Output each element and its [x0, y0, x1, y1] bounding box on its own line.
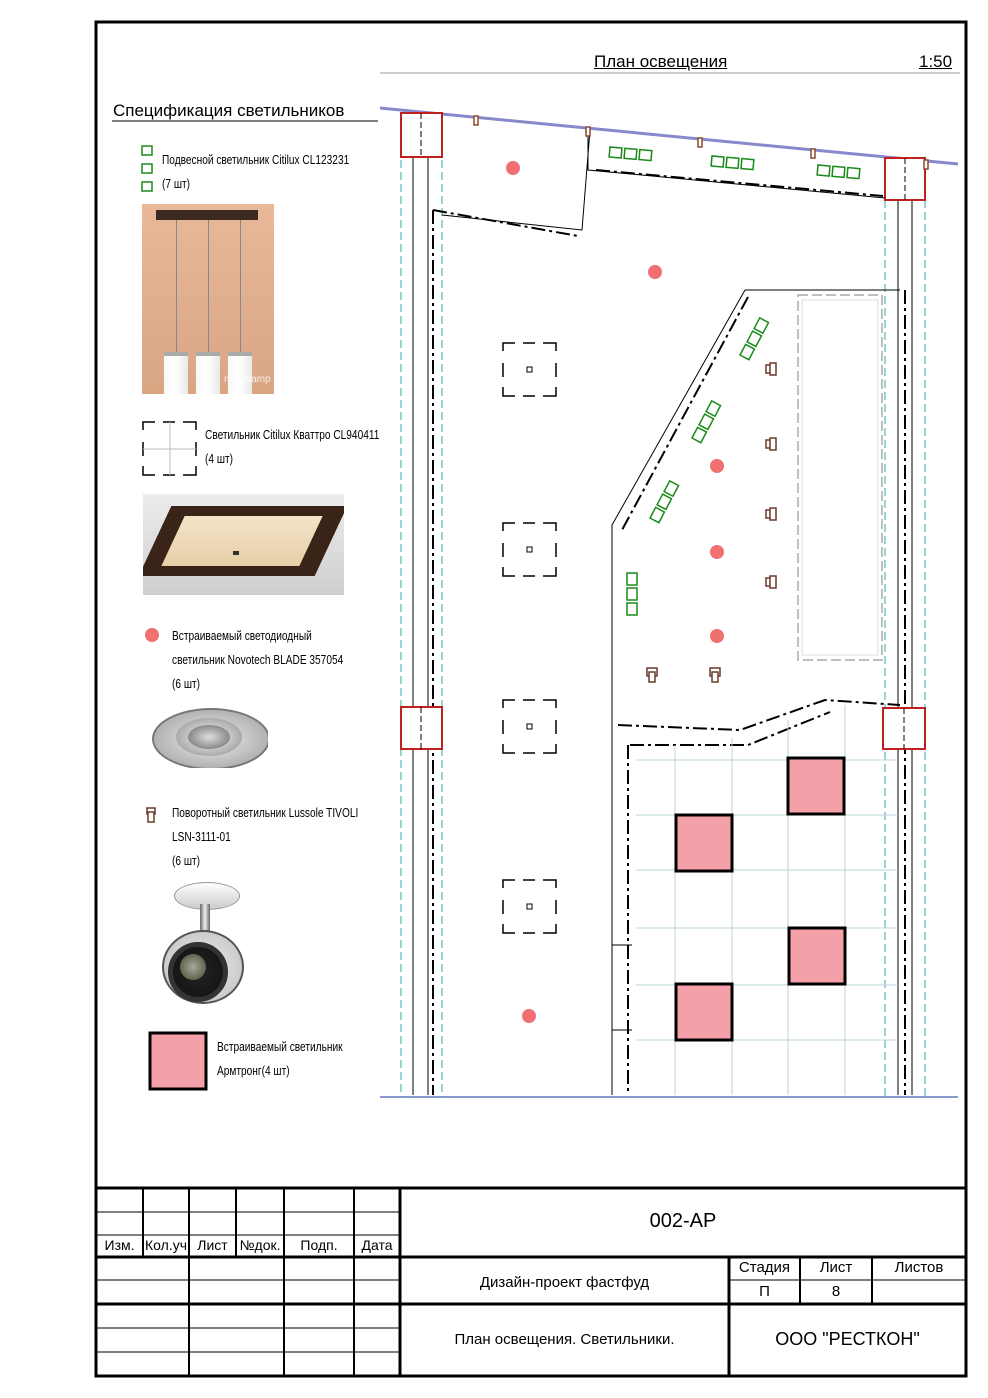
pendant-group	[738, 316, 770, 361]
legend-spot-line2: LSN-3111-01	[172, 829, 231, 844]
quattro-fixture	[502, 879, 557, 934]
led-downlight	[648, 265, 662, 279]
legend-icon-spotlight	[146, 807, 156, 823]
plan-scale: 1:50	[919, 52, 953, 71]
legend-quattro-line2: (4 шт)	[205, 451, 233, 466]
armstrong-panel	[787, 926, 847, 986]
quattro-fixture	[502, 699, 557, 754]
pendant-group	[648, 479, 680, 524]
floor-plan	[379, 106, 959, 1098]
armstrong-panel	[674, 813, 734, 873]
title-block	[96, 1186, 966, 1376]
spotlight	[765, 362, 777, 376]
legend-icon-armstrong	[148, 1031, 208, 1091]
photo-watermark: megalamp	[224, 374, 271, 385]
legend-led-line3: (6 шт)	[172, 676, 200, 691]
quattro-fixture	[502, 342, 557, 397]
led-lamp-photo	[150, 706, 268, 768]
pendant-group	[608, 146, 653, 162]
legend-pendant-line2: (7 шт)	[162, 176, 190, 191]
quattro-lamp-photo	[143, 494, 344, 595]
plan-title: План освещения	[594, 52, 728, 71]
pendant-group	[710, 155, 755, 171]
spotlight	[765, 507, 777, 521]
pendant-group	[690, 399, 722, 444]
spotlight	[646, 667, 658, 683]
legend-icon-led	[145, 628, 159, 642]
spot-lamp-photo	[160, 880, 244, 1004]
pendant-group	[626, 572, 638, 616]
hdr-izm: Изм.	[104, 1237, 135, 1253]
doc-code: 002-АР	[649, 1210, 717, 1232]
legend-spot-line3: (6 шт)	[172, 853, 200, 868]
project-name: Дизайн-проект фастфуд	[479, 1274, 650, 1291]
legend-led-line1: Встраиваемый светодиодный	[172, 628, 312, 643]
led-downlight	[710, 459, 724, 473]
spotlight	[765, 575, 777, 589]
pendant-group	[816, 164, 861, 180]
legend-icon-pendant	[141, 145, 153, 192]
spotlight	[709, 667, 721, 683]
sheet-value: 8	[831, 1283, 841, 1300]
hdr-kolvo: Кол.уч	[145, 1237, 187, 1253]
company-name: ООО "РЕСТКОН"	[775, 1329, 920, 1349]
spotlight	[765, 437, 777, 451]
pendant-lamp-photo: megalamp	[142, 204, 274, 394]
hdr-podp: Подп.	[300, 1237, 338, 1253]
sheet-name: План освещения. Светильники.	[454, 1331, 675, 1348]
legend-icon-quattro	[142, 421, 197, 476]
led-downlight	[506, 161, 520, 175]
legend-quattro-line1: Светильник Citilux Кваттро CL940411	[205, 427, 380, 442]
armstrong-panel	[674, 982, 734, 1042]
led-downlight	[710, 545, 724, 559]
legend-spot-line1: Поворотный светильник Lussole TIVOLI	[172, 805, 359, 820]
outer-wall-top	[379, 106, 959, 166]
legend-pendant-line1: Подвесной светильник Citilux CL123231	[162, 152, 350, 167]
hdr-list: Лист	[197, 1237, 228, 1253]
sheets-label: Листов	[894, 1259, 944, 1276]
armstrong-panel	[786, 756, 846, 816]
hdr-data: Дата	[361, 1237, 393, 1253]
legend-armstrong-line2: Армтронг(4 шт)	[217, 1063, 290, 1078]
led-downlight	[522, 1009, 536, 1023]
legend-armstrong-line1: Встраиваемый светильник	[217, 1039, 343, 1054]
quattro-fixture	[502, 522, 557, 577]
stage-value: П	[759, 1283, 770, 1300]
stage-label: Стадия	[738, 1259, 791, 1276]
sheet-frame	[94, 20, 968, 1378]
spec-title: Спецификация светильников	[113, 101, 345, 120]
sheet-label: Лист	[819, 1259, 853, 1276]
hdr-ndok: №док.	[239, 1237, 281, 1253]
led-downlight	[710, 629, 724, 643]
legend-led-line2: светильник Novotech BLADE 357054	[172, 652, 344, 667]
